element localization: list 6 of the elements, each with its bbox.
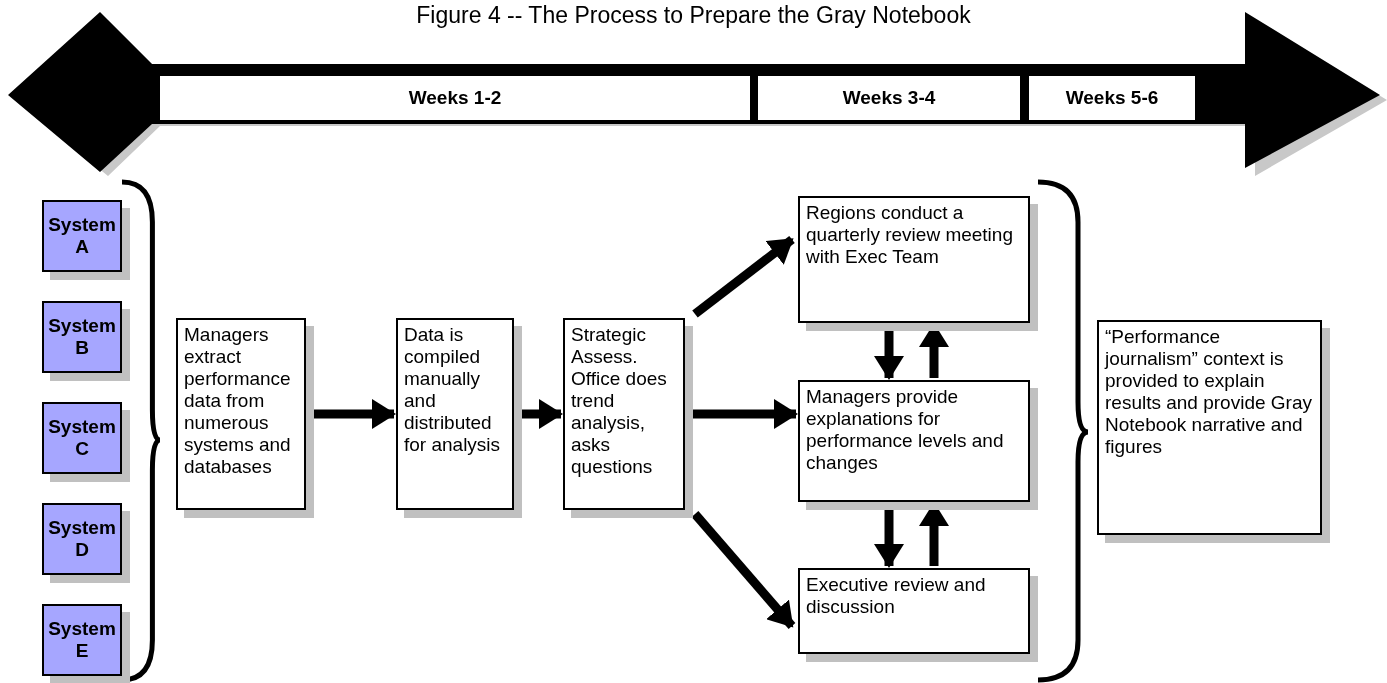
timeline-segment: Weeks 5-6 xyxy=(1029,76,1195,120)
arrow xyxy=(691,511,796,629)
timeline-segment: Weeks 3-4 xyxy=(758,76,1020,120)
diagram-title: Figure 4 -- The Process to Prepare the Gray Notebook xyxy=(415,2,972,29)
arrow xyxy=(692,235,795,318)
timeline-segment: Weeks 1-2 xyxy=(160,76,750,120)
